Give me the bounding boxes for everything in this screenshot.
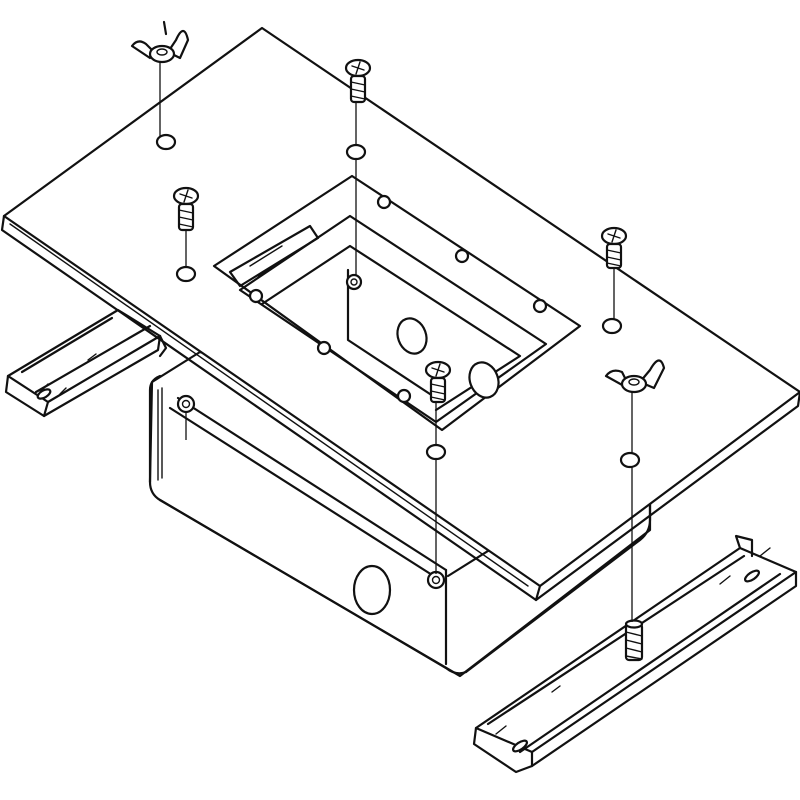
- flat-head-screw-right: [600, 226, 628, 270]
- mounting-rail-left: [4, 308, 168, 418]
- device-opening-bracket: [212, 174, 582, 432]
- wing-nut-front-right: [604, 359, 666, 394]
- flat-head-screw-center: [424, 360, 452, 404]
- outlet-box: [148, 350, 652, 678]
- flat-head-screw-rear: [344, 58, 372, 104]
- wing-nut-rear-left: [130, 20, 190, 64]
- flat-head-screw-left: [172, 186, 200, 232]
- alignment-axes: [159, 62, 633, 622]
- threaded-stud: [624, 619, 644, 662]
- plate-holes: [155, 133, 641, 469]
